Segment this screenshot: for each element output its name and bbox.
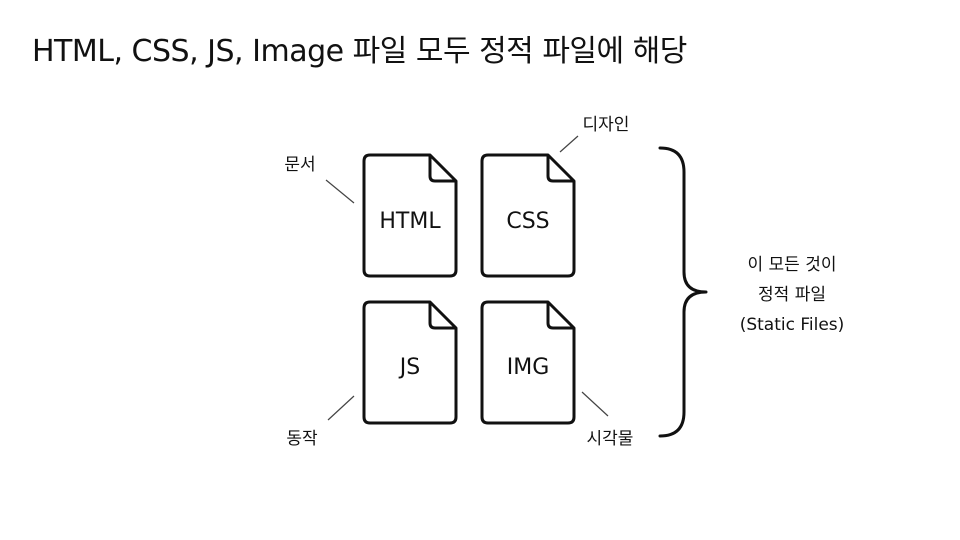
html-file-label: HTML [379, 209, 441, 234]
img-file-icon: IMG [480, 300, 576, 425]
js-file-label: JS [398, 355, 420, 380]
html-file-icon: HTML [362, 153, 458, 278]
js-note-leader-line [327, 395, 355, 421]
css-file-icon: CSS [480, 153, 576, 278]
css-note: 디자인 [583, 115, 630, 135]
summary-line-3: (Static Files) [740, 315, 845, 335]
js-note: 동작 [286, 429, 318, 449]
summary-line-2: 정적 파일 [758, 285, 826, 305]
html-note-leader-line [325, 179, 355, 204]
html-note: 문서 [284, 155, 315, 175]
css-file-label: CSS [506, 209, 549, 234]
js-file-icon: JS [362, 300, 458, 425]
summary-line-1: 이 모든 것이 [747, 255, 836, 275]
img-file-label: IMG [507, 355, 550, 380]
img-note-leader-line [581, 391, 609, 417]
css-note-leader-line [559, 135, 579, 153]
grouping-brace [658, 146, 708, 438]
slide-title: HTML, CSS, JS, Image 파일 모두 정적 파일에 해당 [32, 34, 687, 69]
img-note: 시각물 [587, 429, 634, 449]
